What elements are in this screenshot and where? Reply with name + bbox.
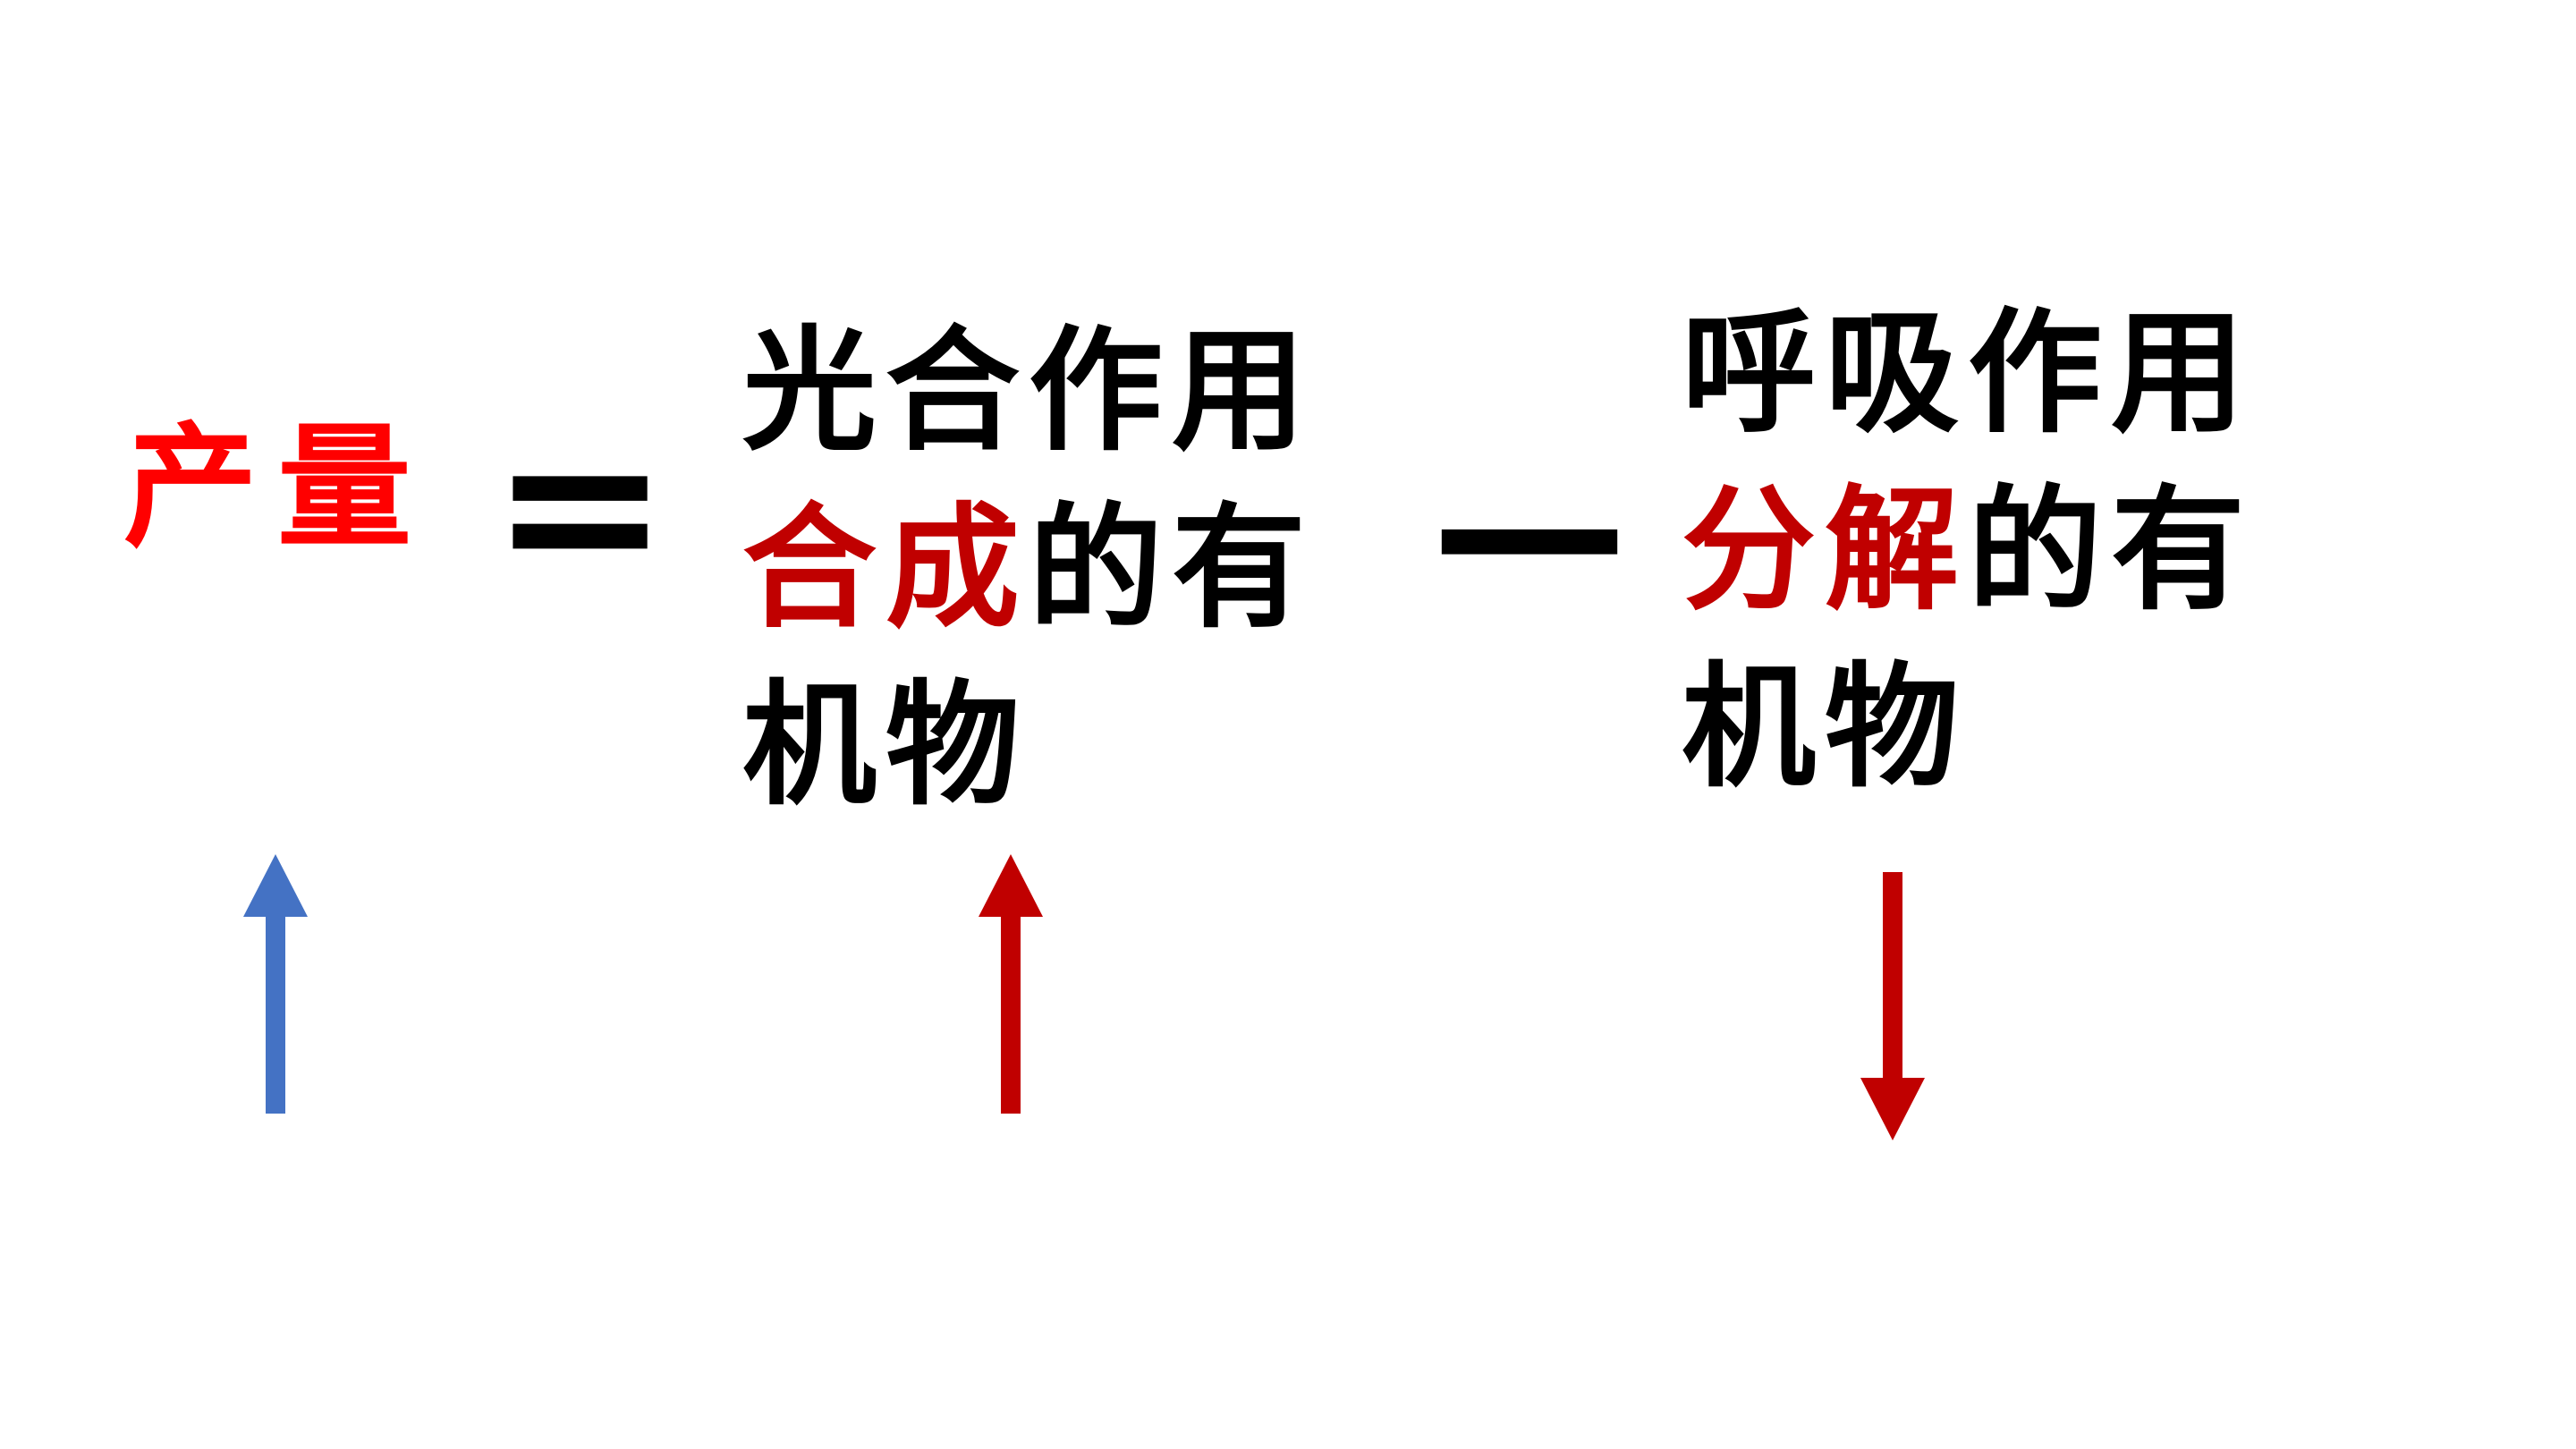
minus-sign: — [1431,413,1628,642]
photosynthesis-line-3: 机物 [742,666,1030,824]
photosynthesis-line-1: 光合作用 [742,312,1316,470]
respiration-highlight: 分解 [1682,471,1969,629]
photosynthesis-highlight: 合成 [742,489,1030,647]
respiration-term: 呼吸作用 分解的有 机物 [1682,284,2254,816]
respiration-line-2: 分解的有 [1682,462,2254,639]
photosynthesis-line-2-rest: 的有 [1029,489,1316,647]
yield-term: 产量 [123,409,432,566]
photosynthesis-arrow [979,854,1043,1114]
photosynthesis-term: 光合作用 合成的有 机物 [742,302,1315,834]
respiration-line-2-rest: 的有 [1968,471,2255,629]
equals-sign: = [490,380,671,631]
photosynthesis-line-2: 合成的有 [742,479,1315,657]
respiration-line-1: 呼吸作用 [1682,294,2255,452]
respiration-arrow [1860,872,1925,1140]
respiration-line-3: 机物 [1682,648,1969,806]
yield-arrow [243,854,308,1114]
